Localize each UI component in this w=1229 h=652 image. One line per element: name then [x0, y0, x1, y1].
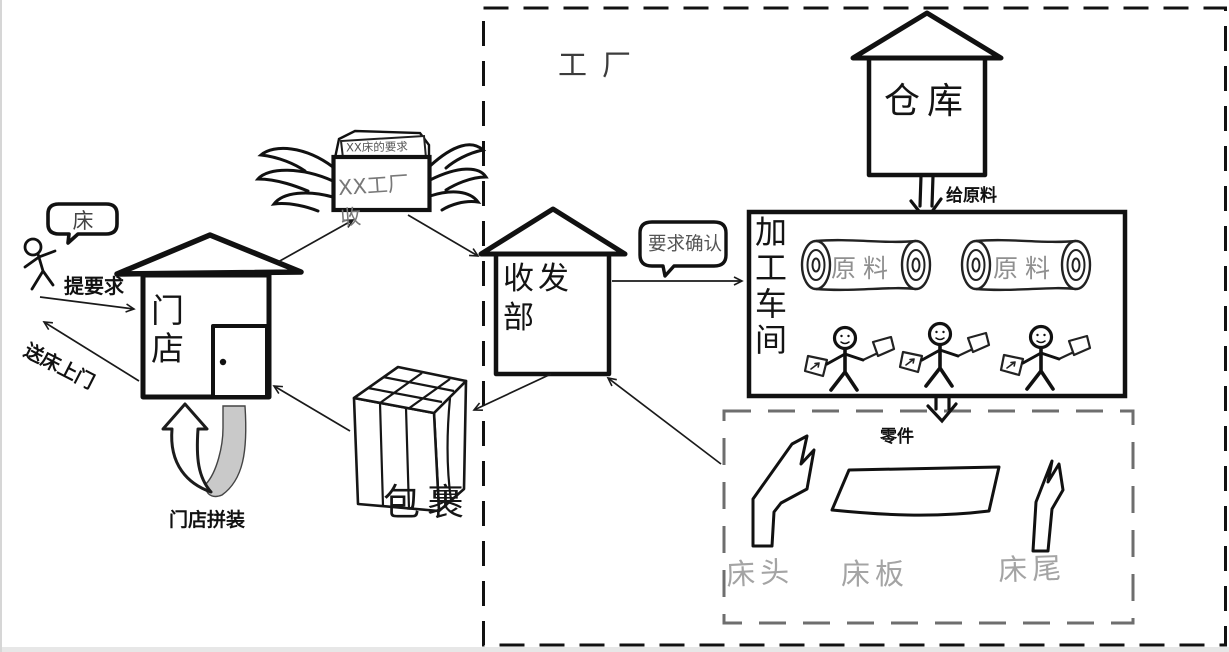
workshop-label: 加工车间	[755, 213, 788, 360]
package-label: 包裹	[383, 481, 471, 524]
supply-label: 给原料	[946, 186, 997, 205]
warehouse-label: 仓库	[884, 81, 971, 122]
store-to-letter-arrow	[277, 219, 355, 263]
factory-boundary	[482, 6, 1227, 647]
confirm-bubble-label: 要求确认	[648, 234, 723, 255]
output-arrow-icon	[926, 395, 958, 424]
store-house-icon	[114, 232, 304, 400]
letter-to-dispatch-arrow	[407, 214, 480, 257]
winged-letter-icon	[254, 129, 489, 213]
dispatch-label: 收发部	[503, 261, 573, 336]
dispatch-to-package-arrow	[472, 373, 552, 412]
headboard-icon	[751, 434, 816, 548]
board-icon	[830, 465, 1001, 517]
package-to-store-arrow	[272, 385, 351, 432]
material-label: 原料	[831, 254, 896, 283]
dispatch-house-icon	[478, 206, 628, 377]
confirm-bubble	[638, 220, 728, 278]
request-label: 提要求	[64, 276, 124, 298]
parts-title: 零件	[880, 427, 914, 446]
factory-title: 工厂	[558, 50, 647, 82]
bed-bubble-label: 床	[72, 209, 94, 233]
parts-box	[722, 409, 1135, 625]
parts-to-dispatch-arrow	[606, 376, 722, 465]
part-footboard-label: 床尾	[997, 550, 1067, 588]
uturn-arrow-icon	[161, 402, 247, 498]
bed-bubble	[46, 202, 119, 245]
deliver-arrow	[42, 321, 140, 382]
package-icon	[352, 365, 468, 513]
window-bottom-edge	[2, 647, 1229, 652]
material-label: 原料	[993, 254, 1058, 283]
warehouse-house-icon	[850, 10, 1004, 178]
footboard-icon	[1031, 459, 1065, 553]
request-arrow	[39, 296, 136, 313]
wing-icon	[254, 143, 489, 213]
store-label: 门店	[151, 291, 184, 368]
store-door-icon	[211, 324, 269, 399]
letter-address-label: XX工厂收	[337, 171, 410, 231]
assemble-label: 门店拼装	[169, 510, 246, 531]
customer-figure	[23, 237, 57, 291]
part-board-label: 床板	[841, 557, 910, 591]
part-headboard-label: 床头	[725, 554, 795, 592]
letter-paper-label: XX床的要求	[345, 139, 408, 155]
